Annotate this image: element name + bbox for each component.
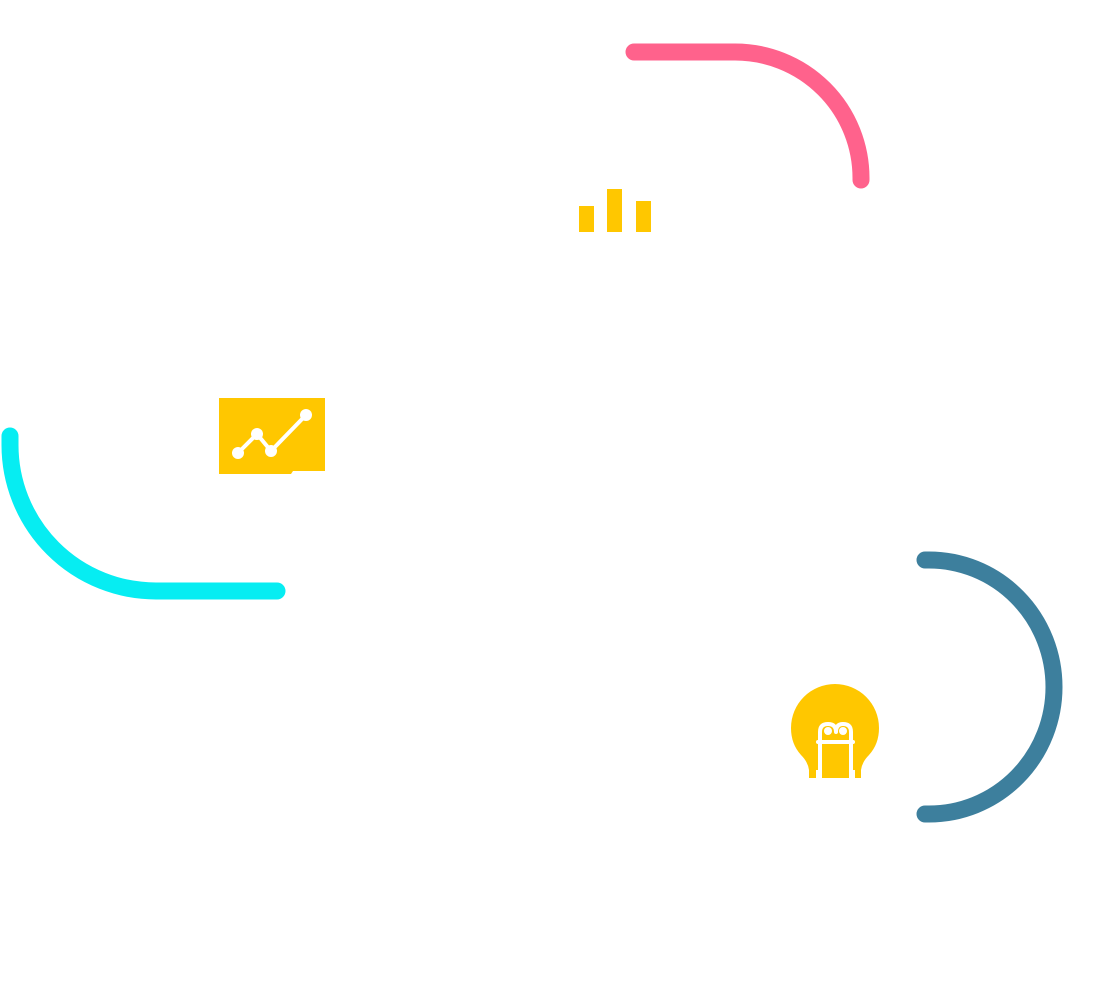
line-chart-point — [232, 447, 244, 459]
line-chart-points — [232, 409, 312, 459]
lightbulb-gap-left — [816, 770, 820, 779]
line-chart-icon — [219, 398, 325, 474]
lightbulb-filament — [816, 722, 855, 780]
bar-chart-icon — [579, 189, 651, 232]
bar-chart-bar-3 — [636, 201, 651, 232]
bar-chart-bar-1 — [579, 206, 594, 232]
arc-left — [1, 427, 286, 600]
lightbulb-filament-dot — [839, 727, 847, 735]
line-chart-point — [251, 428, 263, 440]
line-chart-point — [300, 409, 312, 421]
line-chart-point — [265, 445, 277, 457]
line-chart-line — [236, 413, 308, 455]
arc-right — [916, 551, 1063, 823]
lightbulb-filament-dot — [824, 727, 832, 735]
lightbulb-gap-right — [851, 770, 855, 779]
arc-top-right — [625, 43, 870, 189]
bar-chart-bar-2 — [607, 189, 622, 232]
lightbulb-filament-eyes — [824, 727, 847, 735]
lightbulb-icon — [791, 684, 879, 780]
line-chart-board — [219, 398, 325, 474]
